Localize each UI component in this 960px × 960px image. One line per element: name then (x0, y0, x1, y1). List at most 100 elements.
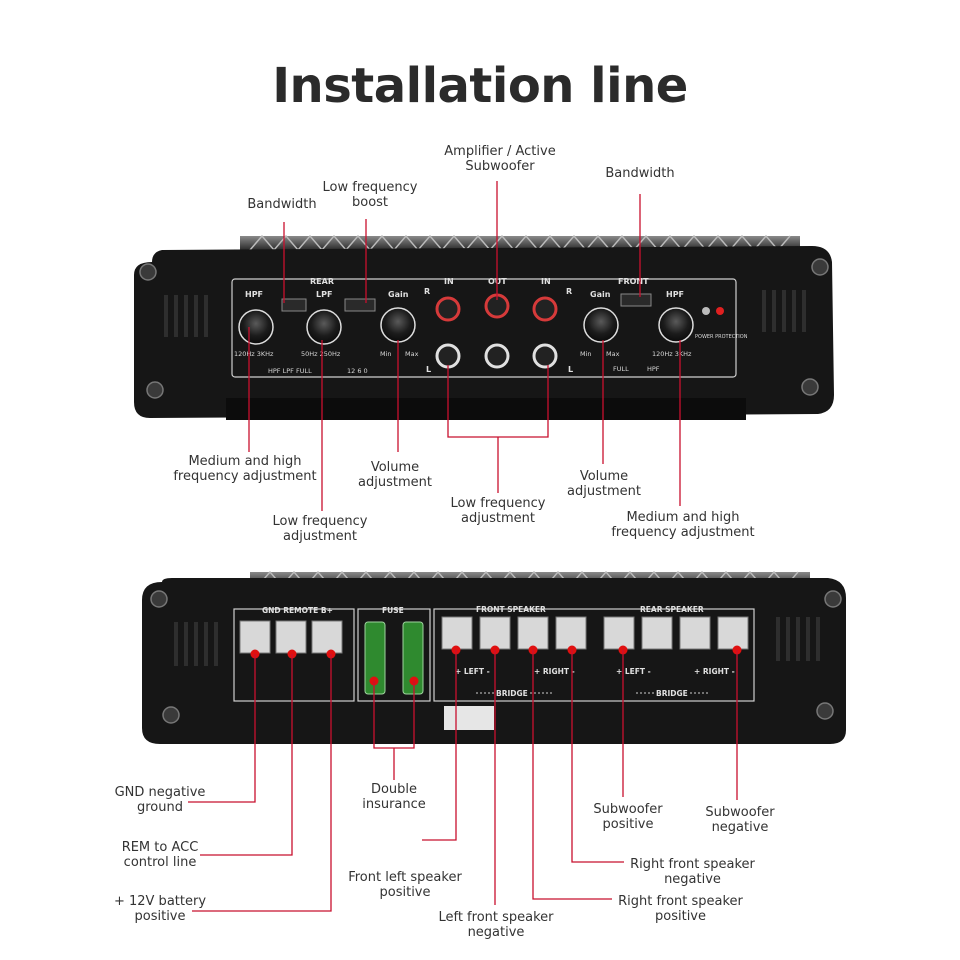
rca-out-l[interactable] (484, 343, 510, 369)
lpf-scale: 50Hz 250Hz (301, 350, 341, 358)
hpf-scale: 120Hz 3KHz (234, 350, 274, 358)
front-left-label: + LEFT - (455, 667, 490, 676)
front-right-pos-terminal[interactable] (517, 616, 549, 650)
gain-knob-right[interactable] (583, 307, 619, 343)
max-right: Max (606, 350, 620, 358)
min-right: Min (580, 350, 592, 358)
power-terminal-panel (233, 608, 355, 702)
hpf-small-label: HPF (647, 365, 660, 373)
hpf-knob-left[interactable] (238, 309, 274, 345)
power-led (702, 307, 710, 315)
front-label: FRONT (618, 277, 649, 286)
bottom-leader-lines (188, 650, 738, 912)
front-left-neg-terminal[interactable] (479, 616, 511, 650)
boost-scale: 12 6 0 (347, 367, 368, 375)
rem-terminal[interactable] (275, 620, 307, 654)
power-terminals (239, 620, 343, 654)
rca-in-r-left[interactable] (435, 296, 461, 322)
in-right-label: IN (541, 277, 551, 286)
label-bandwidth-left: Bandwidth (247, 197, 317, 212)
power-protection-label: POWER PROTECTION (695, 334, 748, 340)
gnd-rem-label: GND REMOTE B+ (262, 606, 333, 615)
top-body (134, 246, 834, 418)
b-plus-terminal[interactable] (311, 620, 343, 654)
lpf-knob[interactable] (306, 309, 342, 345)
rca-in-r-right[interactable] (532, 296, 558, 322)
r-right-label: R (566, 287, 572, 296)
fuse-label: FUSE (382, 606, 404, 615)
top-knobs (238, 307, 694, 345)
rear-left-label: + LEFT - (616, 667, 651, 676)
r-left-label: R (424, 287, 430, 296)
hpf-left-label: HPF (245, 290, 263, 299)
rca-in-l-right[interactable] (532, 343, 558, 369)
bottom-right-vents (776, 617, 820, 661)
rear-right-pos-terminal[interactable] (679, 616, 711, 650)
bandwidth-switch-right[interactable] (620, 293, 652, 307)
front-left-pos-terminal[interactable] (441, 616, 473, 650)
rear-speaker-label: REAR SPEAKER (640, 605, 704, 614)
rear-label: REAR (310, 277, 334, 286)
min-left: Min (380, 350, 392, 358)
top-screws (139, 258, 829, 399)
speaker-panel (433, 608, 755, 702)
gain-right-label: Gain (590, 290, 611, 299)
label-bandwidth-right: Bandwidth (605, 166, 675, 181)
fuse-1 (364, 621, 386, 695)
spec-sticker (444, 706, 494, 730)
speaker-terminals (441, 616, 749, 650)
protection-led (716, 307, 724, 315)
front-right-neg-terminal[interactable] (555, 616, 587, 650)
lpf-label: LPF (316, 290, 332, 299)
max-left: Max (405, 350, 419, 358)
bottom-screws (150, 590, 842, 724)
bridge-front-label: BRIDGE (496, 689, 528, 698)
gain-left-label: Gain (388, 290, 409, 299)
fuse-panel (357, 608, 431, 702)
front-right-label: + RIGHT - (534, 667, 575, 676)
top-fins (240, 234, 800, 252)
hpf-right-scale: 120Hz 3KHz (652, 350, 692, 358)
bandwidth-switch-left[interactable] (281, 298, 307, 312)
bottom-left-vents (174, 622, 218, 666)
rca-in-l-left[interactable] (435, 343, 461, 369)
gain-knob-left[interactable] (380, 307, 416, 343)
gnd-terminal[interactable] (239, 620, 271, 654)
front-speaker-label: FRONT SPEAKER (476, 605, 546, 614)
bottom-amplifier: GND REMOTE B+ FUSE FRONT SPEAKER REAR SP… (142, 570, 846, 744)
top-amplifier: REAR IN OUT IN FRONT HPF LPF Gain Gain H… (134, 234, 834, 420)
mode-switch-label: HPF LPF FULL (268, 367, 312, 375)
top-left-vents (164, 295, 208, 337)
hpf-knob-right[interactable] (658, 307, 694, 343)
top-right-vents (762, 290, 806, 332)
full-label: FULL (613, 365, 629, 373)
boost-switch[interactable] (344, 298, 376, 312)
rear-left-neg-terminal[interactable] (641, 616, 673, 650)
page-title: Installation line (272, 58, 688, 114)
fuses (364, 621, 424, 695)
rear-left-pos-terminal[interactable] (603, 616, 635, 650)
top-control-panel (231, 278, 737, 378)
rear-right-label: + RIGHT - (694, 667, 735, 676)
top-leader-lines (248, 181, 681, 511)
l-left-label: L (426, 365, 431, 374)
l-right-label: L (568, 365, 573, 374)
rear-right-neg-terminal[interactable] (717, 616, 749, 650)
bridge-rear-label: BRIDGE (656, 689, 688, 698)
